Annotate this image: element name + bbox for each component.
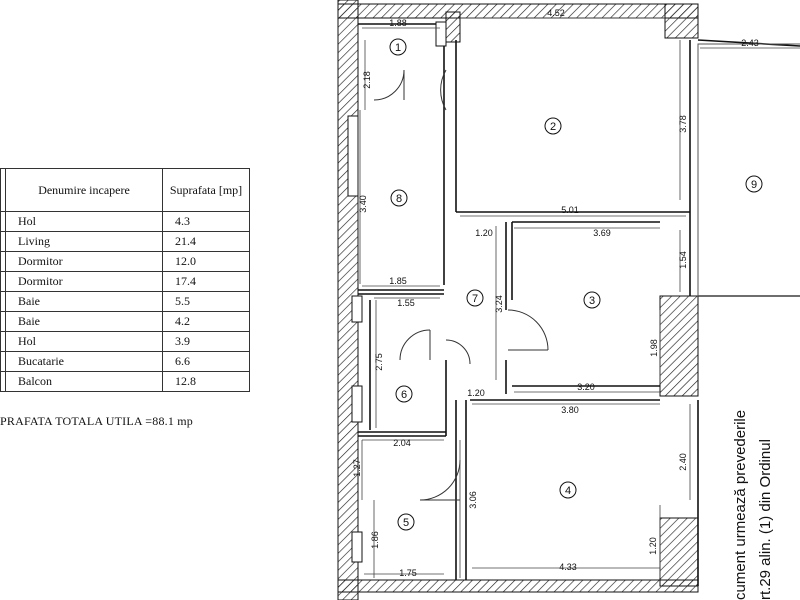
window-marks bbox=[347, 21, 447, 563]
room-8-label: 8 bbox=[390, 189, 408, 207]
dim-3-40: 3.40 bbox=[358, 195, 368, 213]
room-9-label: 9 bbox=[745, 175, 763, 193]
vertical-note: cument urmează prevederile rt.29 alin. (… bbox=[728, 300, 778, 600]
dim-4-52: 4.52 bbox=[547, 8, 565, 18]
dim-1-98: 1.98 bbox=[649, 339, 659, 357]
svg-text:9: 9 bbox=[751, 179, 757, 191]
dim-5-01: 5.01 bbox=[561, 205, 579, 215]
dim-1-20-mid: 1.20 bbox=[467, 388, 485, 398]
total-area: PRAFATA TOTALA UTILA =88.1 mp bbox=[0, 414, 193, 428]
dim-3-69: 3.69 bbox=[593, 228, 611, 238]
room-5-label: 5 bbox=[397, 513, 415, 531]
room-6-label: 6 bbox=[395, 385, 413, 403]
dimension-texts: 1.88 4.52 2.43 2.18 3.78 3.40 5.01 3.69 … bbox=[352, 8, 759, 578]
dimension-lines bbox=[359, 17, 800, 578]
room-2-label: 2 bbox=[544, 117, 562, 135]
note-line-2: rt.29 alin. (1) din Ordinul bbox=[757, 439, 774, 600]
dim-1-85: 1.85 bbox=[389, 276, 407, 286]
svg-text:2: 2 bbox=[550, 121, 556, 133]
dim-3-24: 3.24 bbox=[494, 295, 504, 313]
dim-3-78: 3.78 bbox=[678, 115, 688, 133]
svg-text:6: 6 bbox=[401, 389, 407, 401]
header-area: Suprafata [mp] bbox=[162, 168, 250, 212]
dim-1-20-top: 1.20 bbox=[475, 228, 493, 238]
dim-1-88: 1.88 bbox=[389, 18, 407, 28]
dim-1-54: 1.54 bbox=[678, 251, 688, 269]
dim-2-75: 2.75 bbox=[374, 353, 384, 371]
exterior-walls bbox=[337, 0, 699, 600]
svg-text:4: 4 bbox=[565, 485, 571, 497]
dim-2-04: 2.04 bbox=[393, 438, 411, 448]
table-header-row: Denumire incapere Suprafata [mp] bbox=[0, 168, 250, 212]
dim-1-86: 1.86 bbox=[370, 531, 380, 549]
balcony-outline bbox=[697, 43, 800, 297]
dim-3-20: 3.20 bbox=[577, 382, 595, 392]
svg-text:8: 8 bbox=[396, 193, 402, 205]
svg-text:5: 5 bbox=[403, 517, 409, 529]
header-name: Denumire incapere bbox=[5, 168, 163, 212]
room-7-label: 7 bbox=[466, 289, 484, 307]
dim-2-43: 2.43 bbox=[741, 38, 759, 48]
door-swings bbox=[373, 69, 549, 501]
room-labels: 1 2 3 4 5 6 7 8 9 bbox=[389, 38, 763, 531]
dim-1-27: 1.27 bbox=[352, 459, 362, 477]
dim-3-80: 3.80 bbox=[561, 405, 579, 415]
svg-text:1: 1 bbox=[395, 42, 401, 54]
dim-3-06: 3.06 bbox=[468, 491, 478, 509]
dim-2-40: 2.40 bbox=[678, 453, 688, 471]
dim-4-33: 4.33 bbox=[559, 562, 577, 572]
svg-text:7: 7 bbox=[472, 293, 478, 305]
dim-1-20-bot: 1.20 bbox=[648, 537, 658, 555]
dim-1-55: 1.55 bbox=[397, 298, 415, 308]
room-4-label: 4 bbox=[559, 481, 577, 499]
dim-1-75: 1.75 bbox=[399, 568, 417, 578]
room-3-label: 3 bbox=[583, 291, 601, 309]
note-line-1: cument urmează prevederile bbox=[732, 409, 749, 600]
dim-2-18: 2.18 bbox=[362, 71, 372, 89]
room-1-label: 1 bbox=[389, 38, 407, 56]
svg-text:3: 3 bbox=[589, 295, 595, 307]
